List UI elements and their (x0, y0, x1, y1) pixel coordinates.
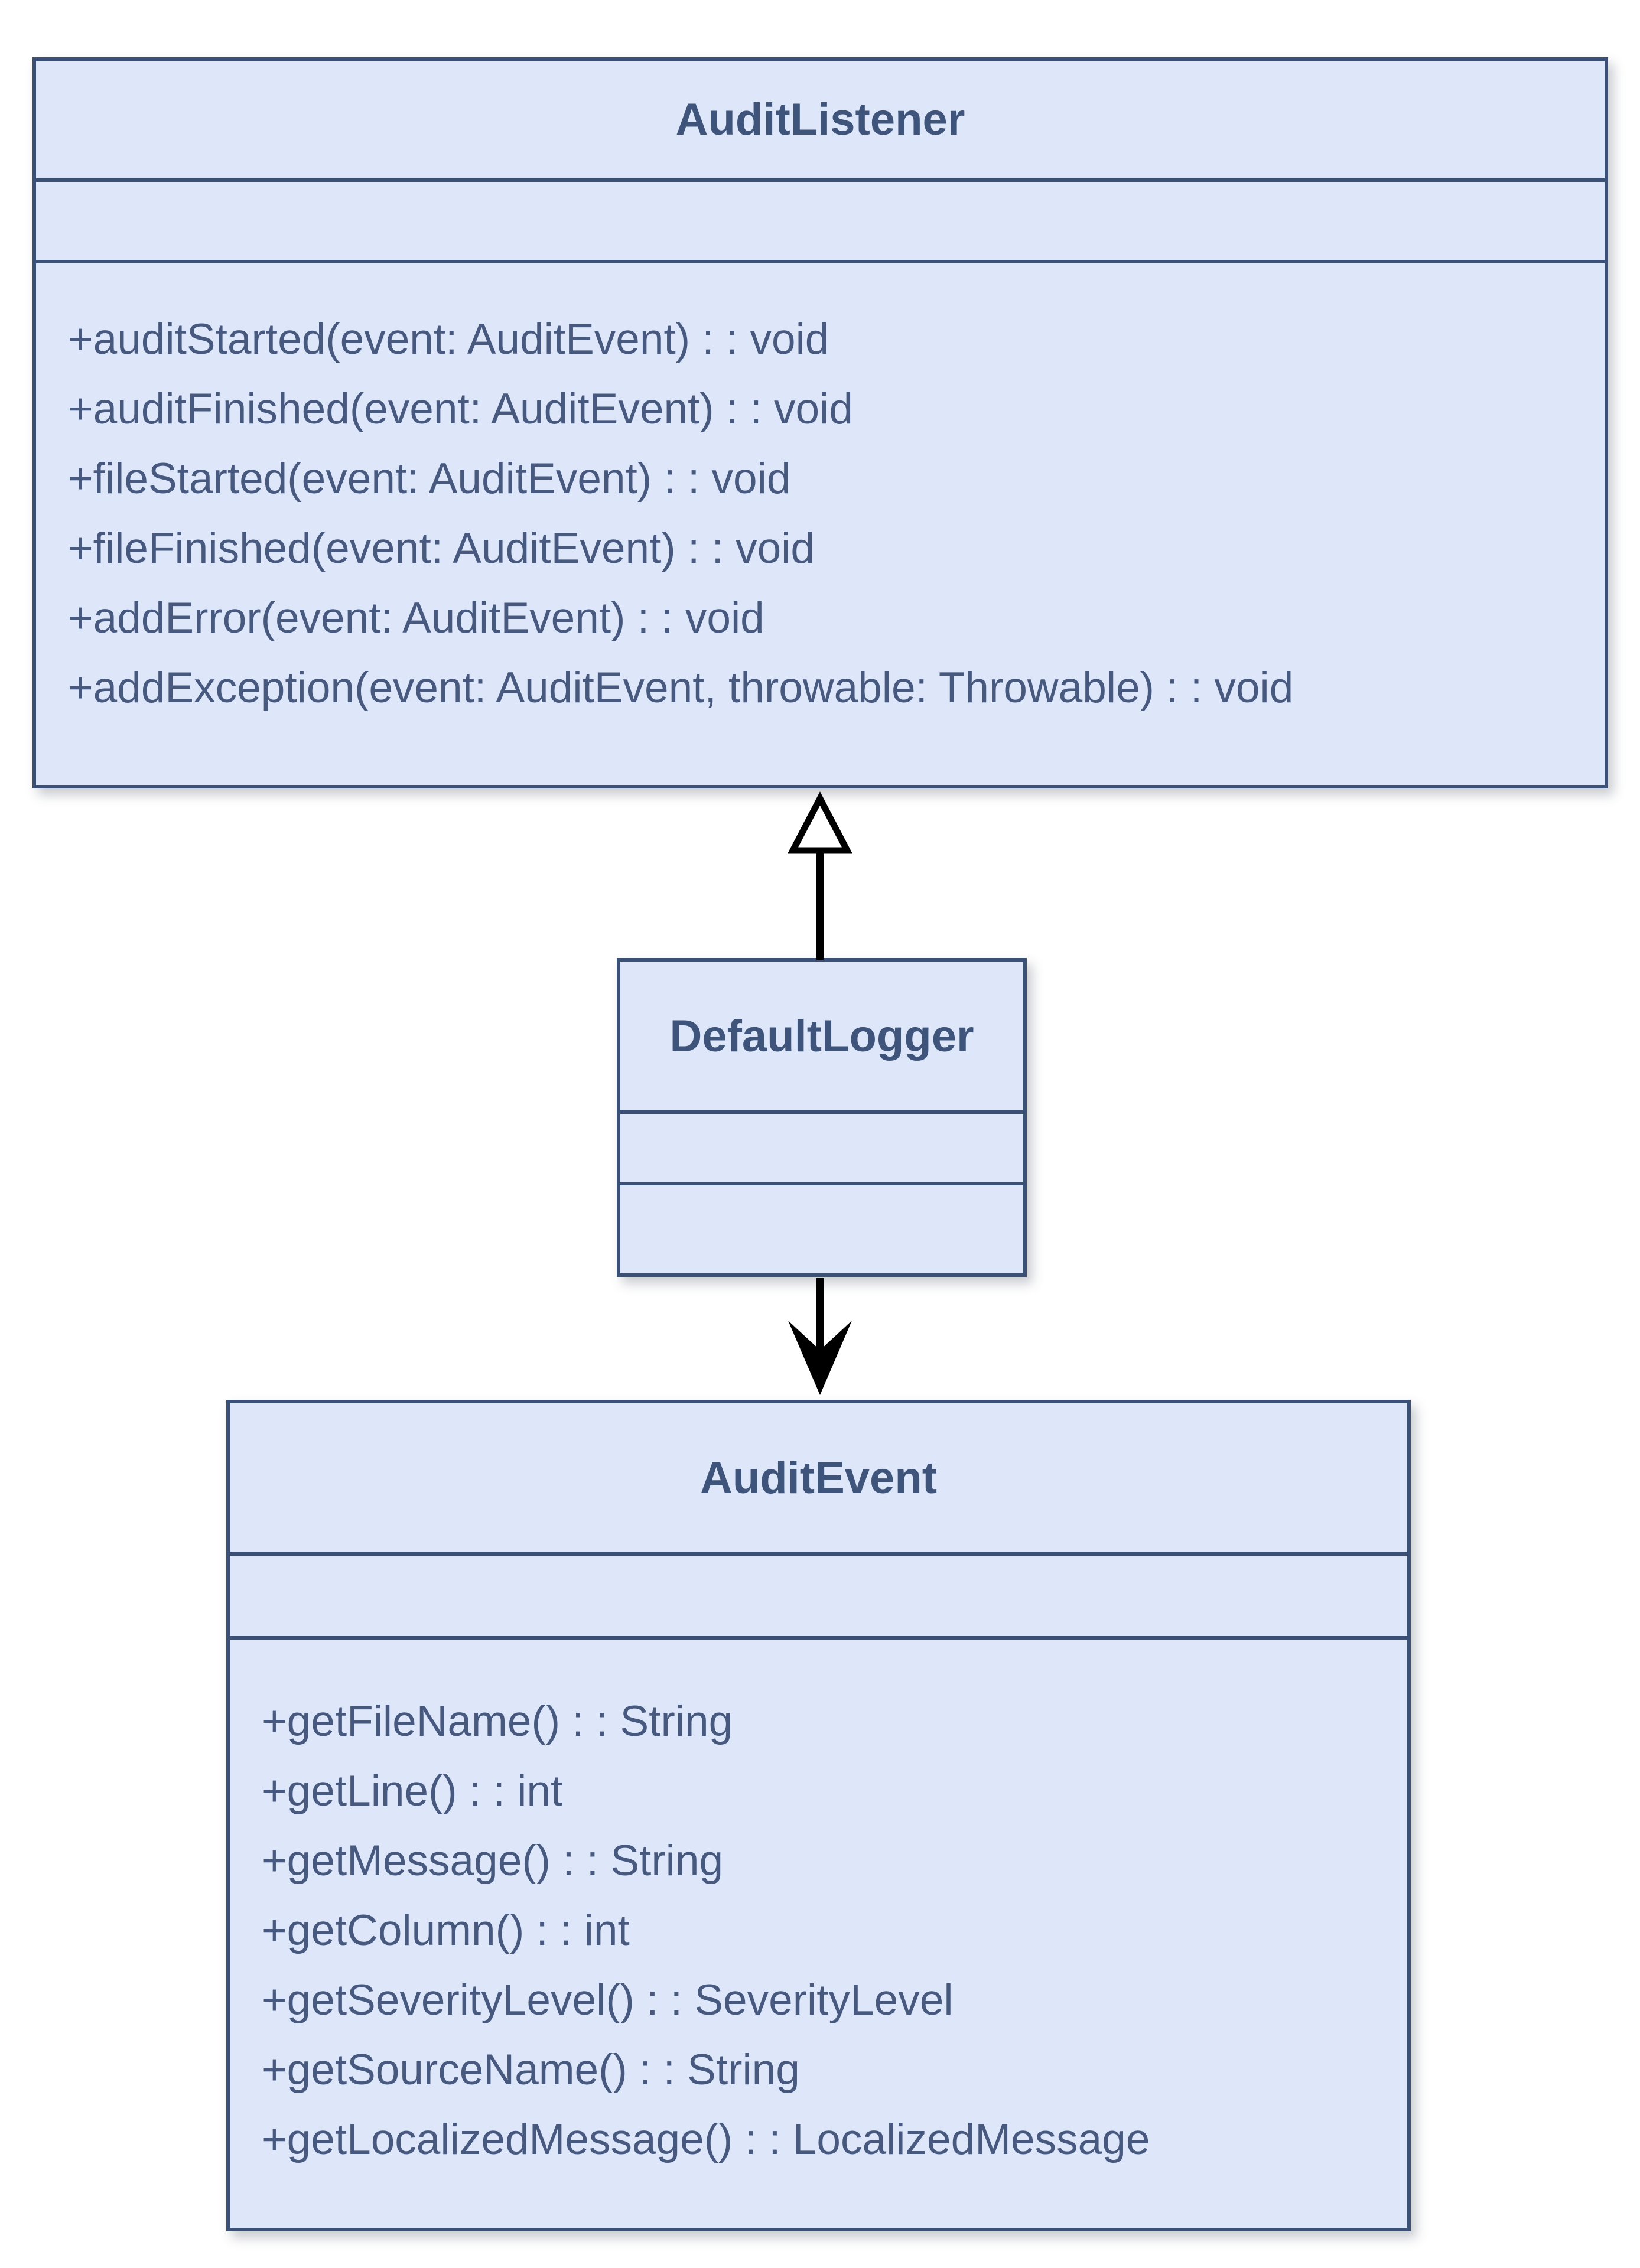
methods-compartment-auditlistener: +auditStarted(event: AuditEvent) : : voi… (36, 263, 1605, 785)
method-text: +getMessage() : : String (262, 1837, 724, 1885)
association-arrow (788, 1278, 852, 1395)
method-text: +getFileName() : : String (262, 1697, 733, 1745)
class-box-defaultlogger: DefaultLogger (617, 958, 1027, 1277)
attributes-compartment-defaultlogger (620, 1114, 1023, 1185)
class-title-auditevent: AuditEvent (230, 1403, 1407, 1556)
class-box-auditevent: AuditEvent +getFileName() : : String+get… (226, 1400, 1411, 2231)
generalization-arrow (787, 791, 853, 960)
method-text: +auditFinished(event: AuditEvent) : : vo… (68, 385, 853, 433)
attributes-compartment-auditlistener (36, 182, 1605, 263)
methods-compartment-defaultlogger (620, 1185, 1023, 1273)
method-text: +getColumn() : : int (262, 1907, 630, 1954)
association-arrowhead-icon (788, 1321, 852, 1395)
method-text: +getLine() : : int (262, 1767, 563, 1815)
class-title-defaultlogger: DefaultLogger (620, 962, 1023, 1114)
method-text: +fileFinished(event: AuditEvent) : : voi… (68, 524, 815, 572)
methods-compartment-auditevent: +getFileName() : : String +getLine() : : … (230, 1640, 1407, 2228)
method-text: +auditStarted(event: AuditEvent) : : voi… (68, 315, 829, 363)
method-text: +addError(event: AuditEvent) : : void (68, 594, 764, 642)
class-box-auditlistener: AuditListener +auditStarted(event: Audit… (32, 57, 1608, 788)
method-text: +getSeverityLevel() : : SeverityLevel (262, 1976, 954, 2024)
method-text: +getLocalizedMessage() : : LocalizedMess… (262, 2116, 1150, 2163)
method-text: +fileStarted(event: AuditEvent) : : void (68, 455, 791, 503)
method-text: +getSourceName() : : String (262, 2046, 800, 2094)
attributes-compartment-auditevent (230, 1556, 1407, 1640)
class-title-auditlistener: AuditListener (36, 61, 1605, 182)
generalization-arrowhead-icon (787, 791, 853, 854)
method-text: +addException(event: AuditEvent, throwab… (68, 664, 1294, 712)
